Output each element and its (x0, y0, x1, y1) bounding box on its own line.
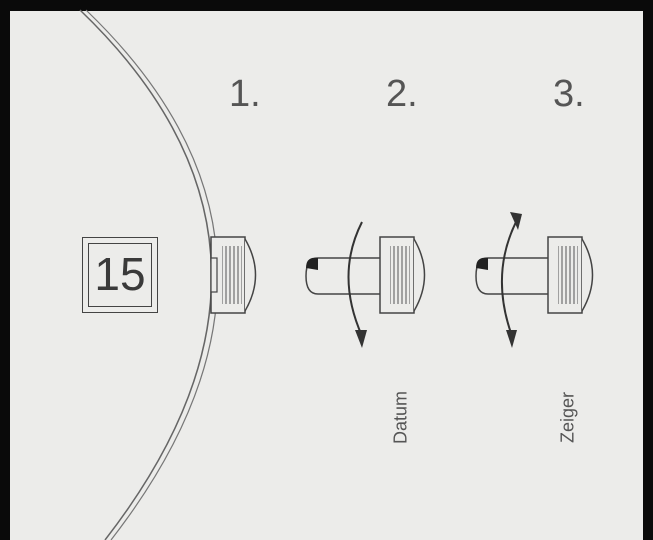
rotation-arrow-icon (500, 212, 522, 348)
step-number-1: 1. (229, 73, 261, 115)
label-zeiger: Zeiger (557, 391, 578, 444)
crown-icon (210, 236, 257, 314)
date-window: 15 (82, 237, 158, 313)
label-datum: Datum (390, 391, 411, 445)
pull-indicator-icon (306, 257, 318, 270)
pull-indicator-icon (476, 257, 488, 270)
step-number-3: 3. (553, 73, 585, 115)
crown-icon (305, 236, 426, 314)
crown-icon (475, 236, 594, 314)
rotation-arrow-icon (347, 221, 367, 348)
step-number-2: 2. (386, 73, 418, 115)
